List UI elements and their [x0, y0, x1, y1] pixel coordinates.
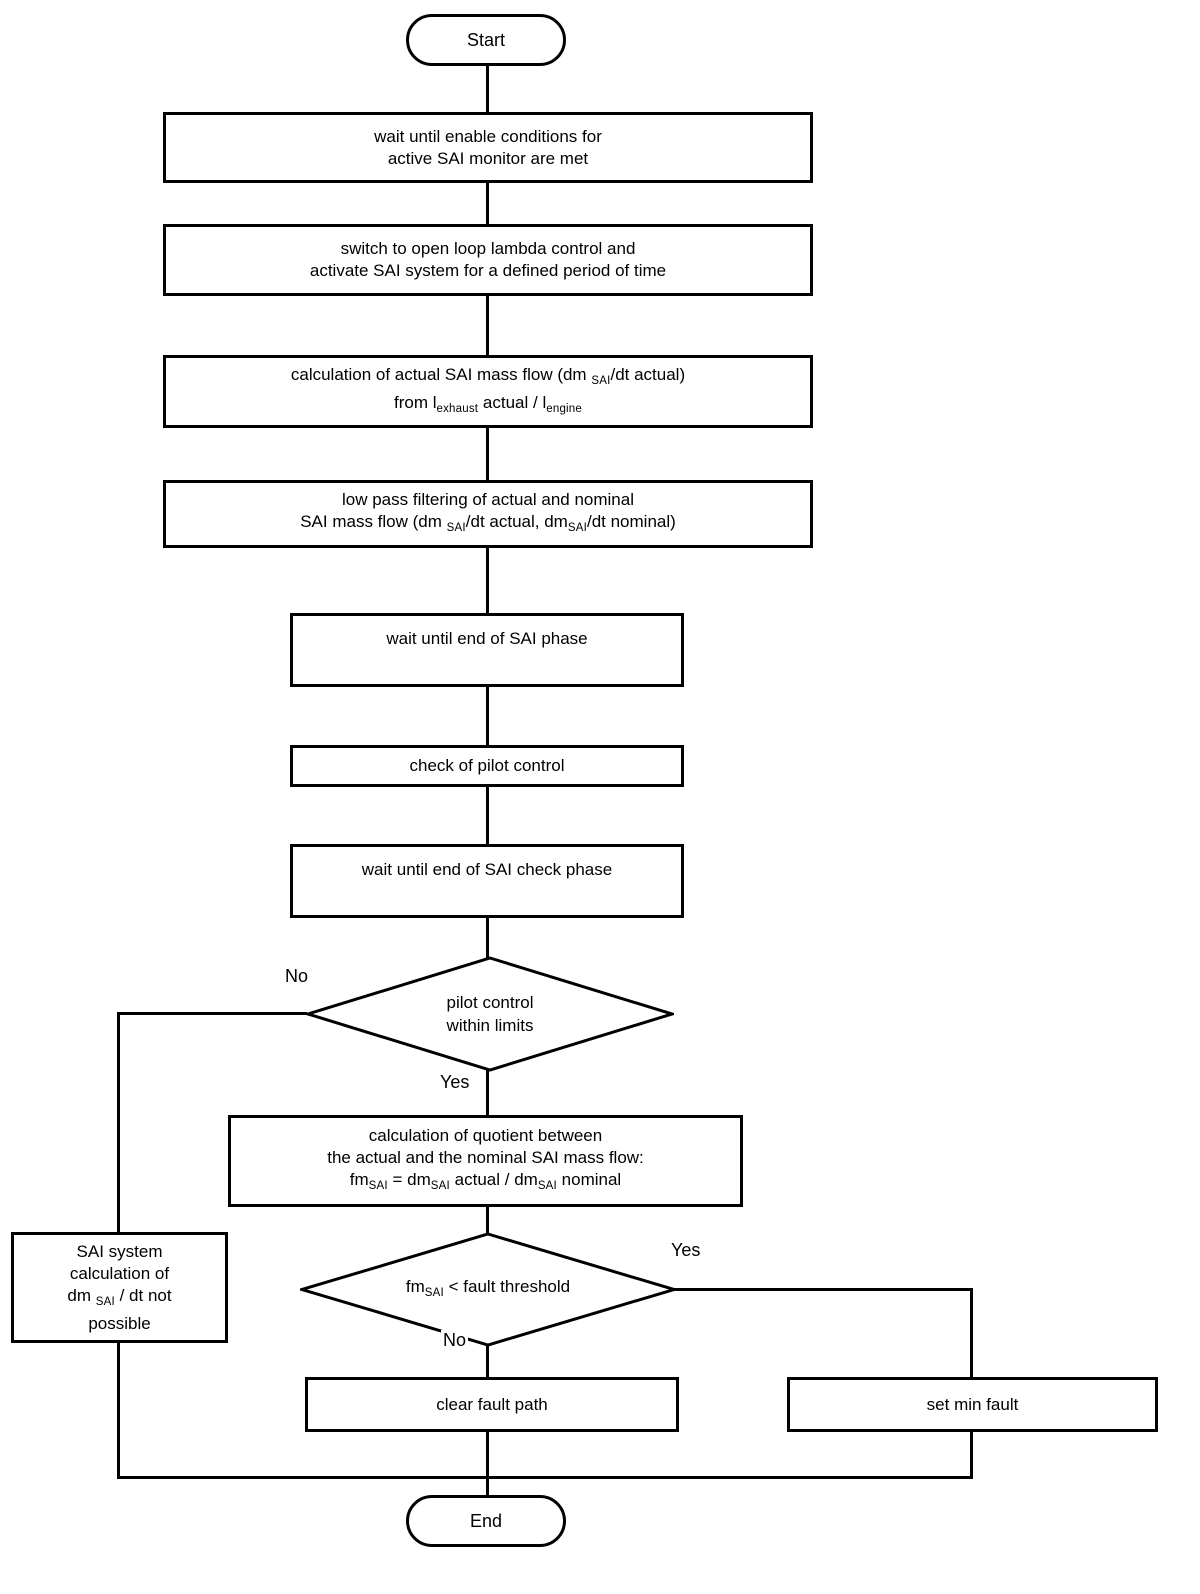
process-text-line: from lexhaust actual / lengine: [394, 392, 582, 420]
connector-calc-flow-to-low-pass: [486, 428, 489, 480]
process-box-wait-end-sai: wait until end of SAI phase: [290, 613, 684, 687]
start-terminal: Start: [406, 14, 566, 66]
connector-collector-horizontal: [117, 1476, 973, 1479]
process-text-line: calculation of quotient between: [368, 1126, 603, 1145]
process-text-line: calculation of: [69, 1263, 170, 1283]
decision-text: fmSAI < fault threshold: [300, 1232, 676, 1347]
end-terminal: End: [406, 1495, 566, 1547]
connector-decision1-to-calc-quotient: [486, 1070, 489, 1115]
text-part: dm: [67, 1285, 96, 1305]
decision-text-line: within limits: [446, 1016, 534, 1035]
connector-low-pass-to-wait-end: [486, 548, 489, 613]
connector-set-min-fault-to-collector: [970, 1432, 973, 1479]
text-part: / dt not: [114, 1285, 172, 1305]
process-box-clear-fault: clear fault path: [305, 1377, 679, 1432]
process-text-line: clear fault path: [436, 1394, 548, 1414]
subscript-sai: SAI: [567, 522, 587, 534]
process-text-line: dm SAI / dt not: [67, 1285, 171, 1313]
connector-check-pilot-to-wait-check: [486, 787, 489, 844]
connector-decision2-to-clear-fault: [486, 1345, 489, 1377]
branch-label-yes-fault: Yes: [669, 1240, 703, 1260]
branch-label-no-pilot: No: [283, 966, 311, 986]
text-part: from l: [394, 392, 437, 412]
process-text-line: wait until end of SAI phase: [386, 629, 588, 648]
process-text-line: check of pilot control: [409, 756, 565, 775]
connector-decision2-yes-horizontal: [673, 1288, 973, 1291]
text-part: < fault threshold: [443, 1276, 571, 1296]
text-part: actual / dm: [449, 1170, 538, 1189]
decision-text: pilot control within limits: [306, 956, 674, 1072]
diamond-shape: [306, 956, 674, 1072]
process-text-line: switch to open loop lambda control and: [340, 239, 636, 258]
text-part: = dm: [387, 1170, 431, 1189]
process-box-calc-actual-flow: calculation of actual SAI mass flow (dm …: [163, 355, 813, 428]
end-label: End: [469, 1511, 503, 1531]
process-text-line: SAI mass flow (dm SAI/dt actual, dmSAI/d…: [300, 511, 676, 539]
process-box-check-pilot: check of pilot control: [290, 745, 684, 787]
subscript-sai: SAI: [430, 1180, 450, 1192]
process-text-line: calculation of actual SAI mass flow (dm …: [291, 364, 685, 392]
process-text-line: wait until end of SAI check phase: [361, 860, 613, 879]
process-box-sai-not-possible: SAI system calculation of dm SAI / dt no…: [11, 1232, 228, 1343]
decision-text-line: fmSAI < fault threshold: [406, 1275, 570, 1305]
process-text-line: activate SAI system for a defined period…: [309, 261, 667, 280]
text-part: actual / l: [478, 392, 547, 412]
subscript-sai: SAI: [95, 1295, 115, 1308]
process-text-line: wait until enable conditions for: [374, 126, 602, 146]
connector-decision2-yes-vertical: [970, 1288, 973, 1377]
branch-label-no-fault: No: [441, 1330, 469, 1350]
connector-wait-check-to-decision1: [486, 918, 489, 958]
connector-sai-not-possible-to-collector: [117, 1343, 120, 1479]
process-box-set-min-fault: set min fault: [787, 1377, 1158, 1432]
process-text-line: low pass filtering of actual and nominal: [342, 490, 634, 509]
connector-wait-end-to-check-pilot: [486, 687, 489, 745]
subscript-sai: SAI: [591, 374, 611, 387]
process-text-line: set min fault: [926, 1394, 1019, 1414]
process-text-line: SAI system: [76, 1241, 163, 1261]
process-text-line: fmSAI = dmSAI actual / dmSAI nominal: [350, 1169, 621, 1197]
process-box-calc-quotient: calculation of quotient between the actu…: [228, 1115, 743, 1207]
subscript-exhaust: exhaust: [436, 402, 479, 415]
connector-switch-to-calc-flow: [486, 296, 489, 355]
connector-decision1-no-horizontal: [117, 1012, 307, 1015]
decision-text-line: pilot control: [446, 993, 534, 1012]
connector-collector-to-end: [486, 1476, 489, 1495]
text-part: /dt actual): [610, 364, 686, 384]
decision-diamond-fault-threshold: fmSAI < fault threshold: [300, 1232, 676, 1347]
text-part: /dt nominal): [586, 512, 676, 531]
connector-calc-quotient-to-decision2: [486, 1207, 489, 1234]
process-box-wait-end-check: wait until end of SAI check phase: [290, 844, 684, 918]
process-box-wait-enable: wait until enable conditions for active …: [163, 112, 813, 183]
subscript-sai: SAI: [424, 1286, 444, 1299]
text-part: fm: [405, 1276, 425, 1296]
connector-decision1-no-vertical: [117, 1012, 120, 1232]
text-part: nominal: [556, 1170, 622, 1189]
decision-diamond-pilot-within-limits: pilot control within limits: [306, 956, 674, 1072]
text-part: /dt actual, dm: [465, 512, 568, 531]
connector-wait-enable-to-switch: [486, 183, 489, 224]
subscript-sai: SAI: [368, 1180, 388, 1192]
text-part: SAI mass flow (dm: [300, 512, 447, 531]
start-label: Start: [466, 30, 505, 50]
subscript-engine: engine: [546, 402, 582, 415]
process-box-switch-open-loop: switch to open loop lambda control and a…: [163, 224, 813, 296]
text-part: calculation of actual SAI mass flow (dm: [290, 364, 592, 384]
connector-clear-fault-to-collector: [486, 1432, 489, 1479]
process-text-line: the actual and the nominal SAI mass flow…: [327, 1148, 644, 1167]
connector-start-to-wait-enable: [486, 66, 489, 112]
process-text-line: possible: [88, 1313, 151, 1333]
text-part: fm: [349, 1170, 369, 1189]
subscript-sai: SAI: [537, 1180, 557, 1192]
subscript-sai: SAI: [446, 522, 466, 534]
branch-label-yes-pilot: Yes: [438, 1072, 472, 1092]
process-box-low-pass: low pass filtering of actual and nominal…: [163, 480, 813, 548]
process-text-line: active SAI monitor are met: [387, 148, 589, 168]
